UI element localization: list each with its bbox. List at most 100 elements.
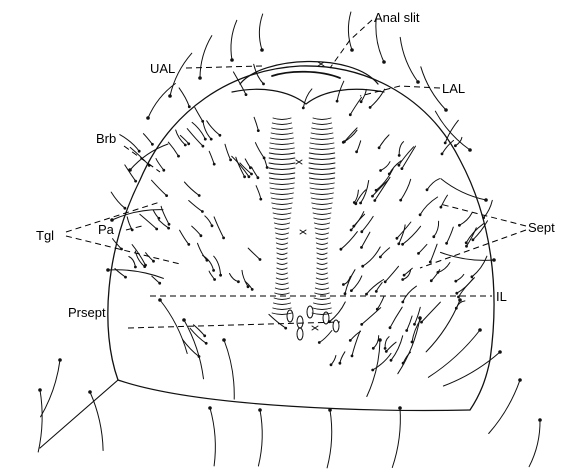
seta-base <box>352 225 355 228</box>
seta <box>373 181 388 197</box>
abdomen-outline <box>108 66 494 410</box>
long-seta <box>327 410 332 468</box>
seta <box>380 248 389 257</box>
seta <box>354 214 365 226</box>
seta-base <box>152 260 155 263</box>
long-seta-base <box>258 408 262 412</box>
seta-base <box>350 289 353 292</box>
long-seta <box>443 352 500 386</box>
lower-segment-line <box>118 380 470 410</box>
long-seta-base <box>418 316 422 320</box>
seta <box>472 256 487 277</box>
seta <box>156 159 164 171</box>
leader-tgl-lower <box>66 236 180 264</box>
seta-base <box>262 83 265 86</box>
seta-base <box>165 194 168 197</box>
long-seta <box>529 420 540 467</box>
long-seta-base <box>128 168 132 172</box>
seta <box>399 147 414 165</box>
seta <box>179 88 189 107</box>
seta-base <box>124 276 127 279</box>
seta <box>351 276 361 291</box>
seta-base <box>198 194 201 197</box>
label-il: IL <box>496 289 507 304</box>
seta <box>242 270 248 286</box>
long-seta <box>428 330 480 377</box>
seta <box>195 108 203 122</box>
long-seta-base <box>106 268 110 272</box>
seta-base <box>441 153 444 156</box>
anal-slit-mark <box>272 72 340 78</box>
seta <box>176 130 186 145</box>
seta <box>184 182 199 196</box>
seta <box>363 247 381 266</box>
seta <box>467 228 477 246</box>
seta-base <box>390 359 393 362</box>
seta-base <box>134 266 137 269</box>
long-seta-base <box>198 76 202 80</box>
seta-base <box>248 175 251 178</box>
long-seta-base <box>168 94 172 98</box>
seta <box>232 156 249 176</box>
seta-base <box>360 323 363 326</box>
leader-lal <box>360 86 440 96</box>
leader-prsept <box>128 322 340 328</box>
seta-base <box>204 138 207 141</box>
long-seta-base <box>222 338 226 342</box>
long-seta-base <box>38 388 42 392</box>
seta <box>192 226 201 236</box>
seta-base <box>249 166 252 169</box>
seta-base <box>373 199 376 202</box>
seta <box>445 120 458 143</box>
long-seta-base <box>484 198 488 202</box>
seta <box>401 179 411 200</box>
seta-base <box>155 228 158 231</box>
seta-base <box>375 290 378 293</box>
seta-base <box>420 321 423 324</box>
long-seta <box>184 320 204 379</box>
label-tgl: Tgl <box>36 228 54 243</box>
seta-base <box>340 248 343 251</box>
pore-column <box>269 118 295 315</box>
seta-base <box>375 189 378 192</box>
seta-base <box>120 248 123 251</box>
seta <box>269 314 286 328</box>
seta <box>345 270 355 294</box>
seta <box>373 353 391 370</box>
seta-base <box>259 258 262 261</box>
seta <box>456 274 464 281</box>
seta-base <box>158 217 161 220</box>
seta-base <box>143 265 146 268</box>
seta-base <box>349 113 352 116</box>
seta-base <box>454 144 457 147</box>
seta <box>459 278 475 297</box>
seta-base <box>379 169 382 172</box>
long-seta-base <box>260 48 264 52</box>
seta <box>385 266 398 282</box>
seta <box>252 167 258 178</box>
label-lal: LAL <box>442 81 465 96</box>
seta-base <box>457 296 460 299</box>
seta <box>362 232 370 247</box>
long-seta <box>489 380 520 434</box>
seta <box>111 192 125 208</box>
seta <box>180 135 188 143</box>
seta <box>129 257 136 268</box>
seta <box>350 331 360 340</box>
seta-base <box>369 106 372 109</box>
seta-base <box>396 237 399 240</box>
seta <box>230 274 239 282</box>
seta <box>391 336 403 361</box>
seta-base <box>458 224 461 227</box>
long-seta-base <box>328 408 332 412</box>
seta-base <box>417 252 420 255</box>
seta <box>125 165 136 181</box>
seta-base <box>257 129 260 132</box>
seta-base <box>351 355 354 358</box>
seta-base <box>429 261 432 264</box>
seta-base <box>237 280 240 283</box>
seta <box>248 248 260 259</box>
seta-base <box>250 173 253 176</box>
seta-base <box>259 198 262 201</box>
leader-sept-upper <box>440 204 526 226</box>
